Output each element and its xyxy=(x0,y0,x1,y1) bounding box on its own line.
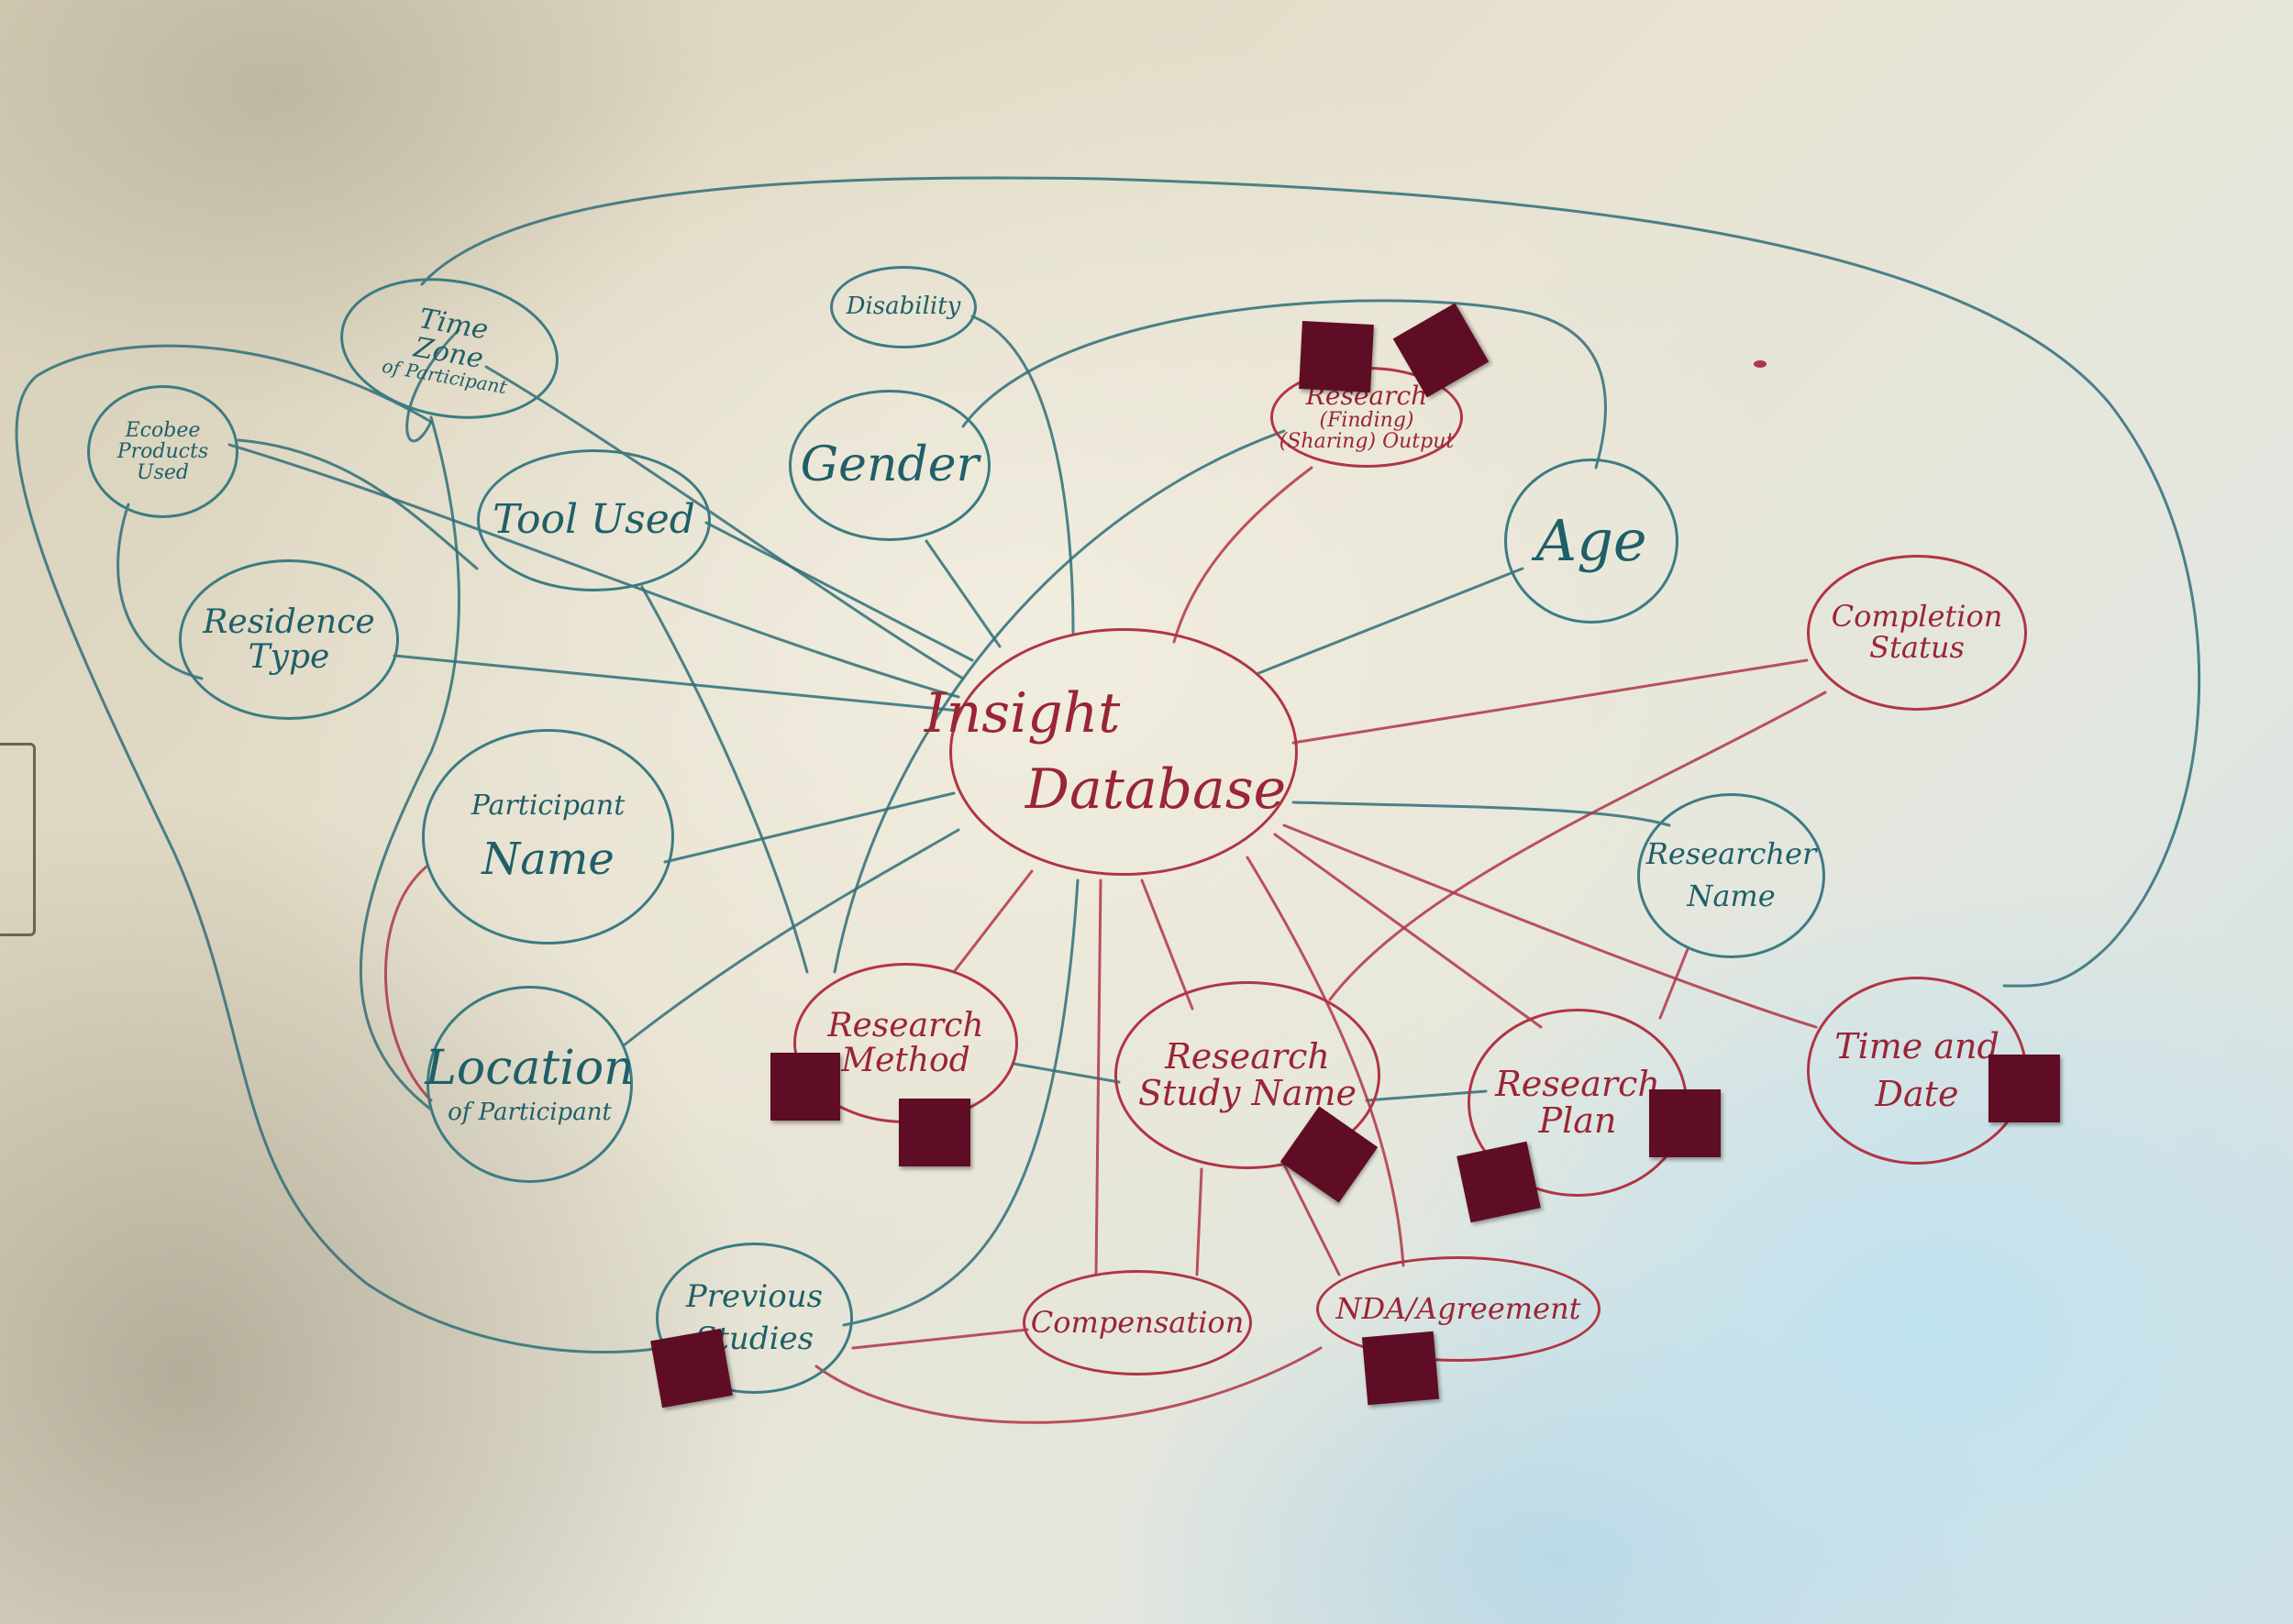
researcher-name-node: Researcher Name xyxy=(1637,793,1825,958)
sticky-note xyxy=(1361,1331,1440,1406)
time-date-line-1: Time and xyxy=(1834,1025,1999,1066)
completion-center-line xyxy=(1291,658,1809,745)
researcher-plan-line xyxy=(1658,947,1689,1020)
participant-location-line xyxy=(384,865,433,1102)
study-nda-line xyxy=(1282,1163,1341,1276)
residence-line-1: Residence xyxy=(203,602,375,641)
completion-line-2: Status xyxy=(1869,630,1965,665)
sticky-note xyxy=(650,1328,733,1409)
participant-line-1: Participant xyxy=(471,789,626,822)
tool-used-label: Tool Used xyxy=(493,496,695,544)
center-method-line xyxy=(952,869,1034,974)
ecobee-line-3: Used xyxy=(137,461,189,485)
disability-node: Disability xyxy=(830,266,977,348)
research-method-line-1: Research xyxy=(827,1006,984,1044)
outer-loop-line xyxy=(420,176,2201,988)
output-center-line xyxy=(1172,466,1313,644)
participant-name-node: Participant Name xyxy=(422,729,674,945)
research-plan-line-1: Research xyxy=(1495,1063,1660,1104)
gender-center-line xyxy=(925,539,1002,648)
researcher-line-2: Name xyxy=(1687,878,1776,913)
residence-line-2: Type xyxy=(248,637,330,676)
time-date-line-2: Date xyxy=(1875,1073,1959,1114)
nda-agreement-label: NDA/Agreement xyxy=(1335,1290,1581,1326)
study-name-line-2: Study Name xyxy=(1137,1072,1357,1113)
timezone-center-line xyxy=(484,365,965,680)
center-timedate-line xyxy=(1282,823,1818,1029)
sticky-note xyxy=(770,1053,840,1121)
sticky-note xyxy=(1649,1089,1721,1157)
previous-compensation-line xyxy=(851,1328,1029,1350)
inner-loop-line xyxy=(116,438,479,680)
gender-age-arc xyxy=(961,299,1607,470)
location-line-1: Location xyxy=(425,1040,635,1096)
center-plan-line xyxy=(1273,833,1543,1029)
marker-dot xyxy=(1754,360,1767,368)
previous-studies-node: Previous Studies xyxy=(656,1243,853,1394)
completion-status-node: Completion Status xyxy=(1807,555,2027,711)
tool-method-line xyxy=(640,585,809,974)
completion-study-line xyxy=(1328,690,1827,1001)
gender-node: Gender xyxy=(789,390,991,541)
location-center-line xyxy=(622,828,960,1047)
board-frame-edge xyxy=(0,743,36,936)
ecobee-line-2: Products xyxy=(116,439,209,463)
tool-center-line xyxy=(704,521,974,662)
center-study-line xyxy=(1140,878,1194,1011)
age-node: Age xyxy=(1504,458,1678,624)
time-and-date-node: Time and Date xyxy=(1807,977,2027,1165)
timezone-left-line xyxy=(405,328,460,443)
age-center-line xyxy=(1255,567,1524,676)
study-plan-line xyxy=(1365,1089,1488,1102)
insight-database-line-1: Insight xyxy=(924,681,1121,746)
previous-line-1: Previous xyxy=(685,1277,824,1315)
research-plan-line-2: Plan xyxy=(1538,1099,1617,1141)
center-compensation-line xyxy=(1094,878,1102,1276)
residence-type-node: Residence Type xyxy=(179,559,399,720)
location-line-2: of Participant xyxy=(448,1099,612,1127)
gender-label: Gender xyxy=(800,437,980,493)
research-method-line-2: Method xyxy=(841,1041,970,1079)
researcher-center-line xyxy=(1291,801,1671,827)
previous-center-line xyxy=(842,878,1080,1327)
insight-database-line-2: Database xyxy=(1025,757,1287,822)
sticky-note xyxy=(1988,1055,2060,1122)
research-study-name-node: Research Study Name xyxy=(1114,981,1380,1169)
compensation-node: Compensation xyxy=(1023,1270,1252,1375)
left-enclosure-line xyxy=(15,344,662,1354)
method-study-line xyxy=(1012,1062,1121,1084)
completion-line-1: Completion xyxy=(1831,599,2003,635)
ecobee-line-1: Ecobee xyxy=(125,418,201,442)
compensation-label: Compensation xyxy=(1030,1304,1245,1340)
sticky-note xyxy=(1457,1141,1541,1223)
participant-center-line xyxy=(663,791,956,864)
sticky-note xyxy=(1299,321,1374,392)
output-method-line xyxy=(833,429,1286,974)
location-of-participant-node: Location of Participant xyxy=(425,986,635,1183)
researcher-line-1: Researcher xyxy=(1645,836,1817,872)
sticky-note xyxy=(899,1099,970,1166)
study-name-line-1: Research xyxy=(1165,1035,1330,1077)
ecobee-products-node: Ecobee Products Used xyxy=(87,385,238,518)
study-compensation-line xyxy=(1195,1167,1203,1276)
participant-line-2: Name xyxy=(482,834,615,886)
disability-label: Disability xyxy=(846,293,961,321)
insight-database-node: Insight Database xyxy=(925,628,1298,876)
age-label: Age xyxy=(1535,507,1647,575)
previous-nda-line xyxy=(814,1346,1323,1424)
residence-center-line xyxy=(393,654,960,713)
disability-center-line xyxy=(970,315,1075,635)
tool-used-node: Tool Used xyxy=(477,449,711,591)
timezone-location-line xyxy=(360,415,460,1111)
research-output-line-2: (Finding) (Sharing) Output xyxy=(1279,408,1455,453)
nda-agreement-node: NDA/Agreement xyxy=(1316,1256,1601,1362)
